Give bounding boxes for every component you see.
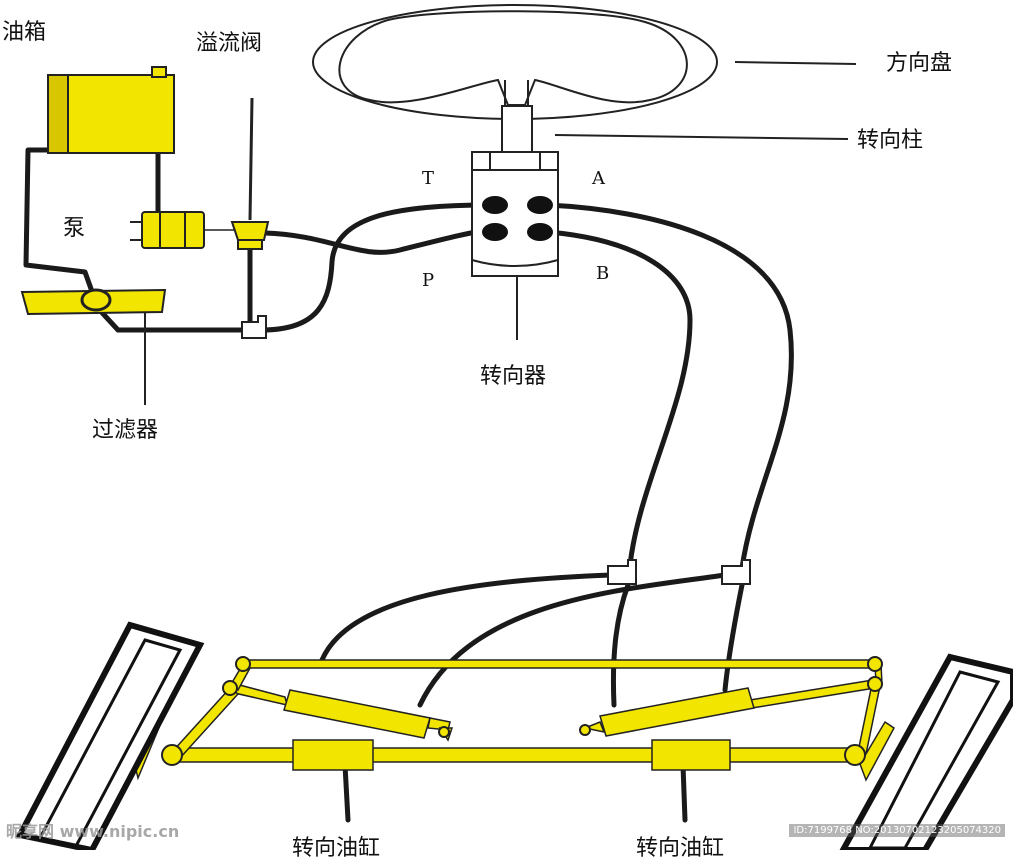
hose-relief-to-p: [262, 227, 493, 255]
port-a-connector: [527, 196, 553, 214]
hose-left-tee-to-left-cyl-1: [319, 572, 615, 663]
watermark-site: 昵享网 www.nipic.cn: [6, 822, 180, 841]
steering-linkage: [129, 659, 895, 782]
hose-b-to-left-tee: [545, 229, 693, 568]
label-steering-column: 转向柱: [857, 128, 924, 153]
linkage-joints: [161, 656, 883, 766]
hose-right-tee-to-right-cyl-2: [722, 582, 745, 693]
tee-fitting-right: [721, 559, 751, 585]
hose-tank-to-filter: [23, 147, 98, 303]
label-port-b: B: [596, 263, 610, 284]
label-port-p: P: [422, 270, 435, 291]
label-oil-tank: 油箱: [2, 20, 47, 45]
hose-left-tee-to-right-cyl-1: [610, 582, 631, 708]
label-port-a: A: [592, 168, 605, 189]
oil-tank: [47, 66, 175, 154]
port-b-connector: [527, 223, 553, 241]
axle-stub-right: [680, 762, 688, 823]
hose-tee-to-t: [259, 202, 493, 333]
relief-valve: [230, 97, 270, 250]
steering-unit-ports: [482, 196, 553, 241]
label-port-t: T: [422, 168, 435, 189]
label-steering-unit: 转向器: [480, 364, 547, 389]
filter: [20, 288, 167, 405]
cylinder-left: [283, 689, 431, 739]
pump: [130, 211, 238, 249]
steering-column: [501, 105, 533, 153]
tee-fittings: [241, 315, 751, 585]
tee-fitting-supply: [241, 315, 267, 339]
port-t-connector: [482, 196, 508, 214]
cylinder-right: [599, 687, 755, 737]
port-p-connector: [482, 223, 508, 241]
axle-stub-left: [342, 762, 351, 823]
tee-fitting-left: [607, 559, 637, 585]
steering-wheel: [312, 4, 718, 120]
wheel-right: [839, 653, 1013, 850]
hose-a-to-right-tee: [545, 202, 794, 571]
label-pump: 泵: [63, 216, 86, 241]
label-filter: 过滤器: [92, 418, 159, 443]
watermark-id: ID:7199768 NO:20130702123205074320: [789, 824, 1005, 837]
steering-unit: [471, 151, 559, 340]
label-steering-wheel: 方向盘: [886, 51, 953, 76]
label-relief-valve: 溢流阀: [196, 31, 263, 56]
wheel-left: [15, 621, 205, 850]
